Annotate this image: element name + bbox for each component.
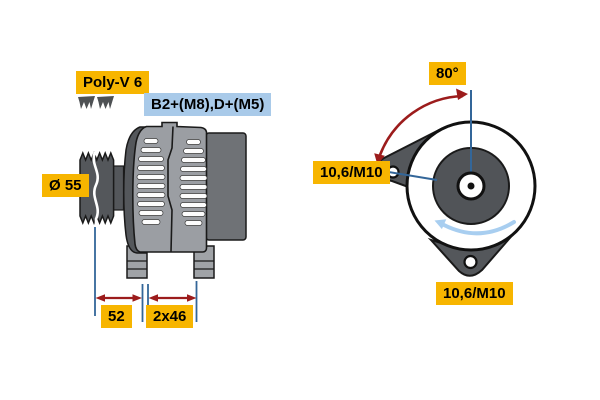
housing-parting-line <box>167 126 174 253</box>
dimension-arrow-52 <box>95 294 142 302</box>
mount-hole-bottom <box>463 254 478 270</box>
mount-angle-label: 80° <box>429 62 466 85</box>
dimension-label-2x46: 2x46 <box>146 305 194 328</box>
vent-slots-rear <box>179 139 208 226</box>
dimension-arrow-2x46 <box>148 294 197 302</box>
dimension-label-52: 52 <box>101 305 132 328</box>
shaft-collar <box>112 165 125 211</box>
terminal-label: B2+(M8),D+(M5) <box>144 93 272 116</box>
rotation-direction-arrow <box>434 219 516 236</box>
shaft-center <box>467 182 475 190</box>
belt-type-label: Poly-V 6 <box>76 71 150 94</box>
vent-slots-front <box>136 138 166 225</box>
pulley <box>79 150 115 226</box>
side-view <box>78 96 247 322</box>
rear-cover <box>205 132 247 241</box>
mount-hole-bottom-label: 10,6/M10 <box>436 282 513 305</box>
pulley-break-line <box>92 151 99 225</box>
mount-hole-left-label: 10,6/M10 <box>313 161 390 184</box>
pulley-diameter-label: Ø 55 <box>42 174 89 197</box>
poly-v-belt-profile-icon <box>78 96 114 109</box>
